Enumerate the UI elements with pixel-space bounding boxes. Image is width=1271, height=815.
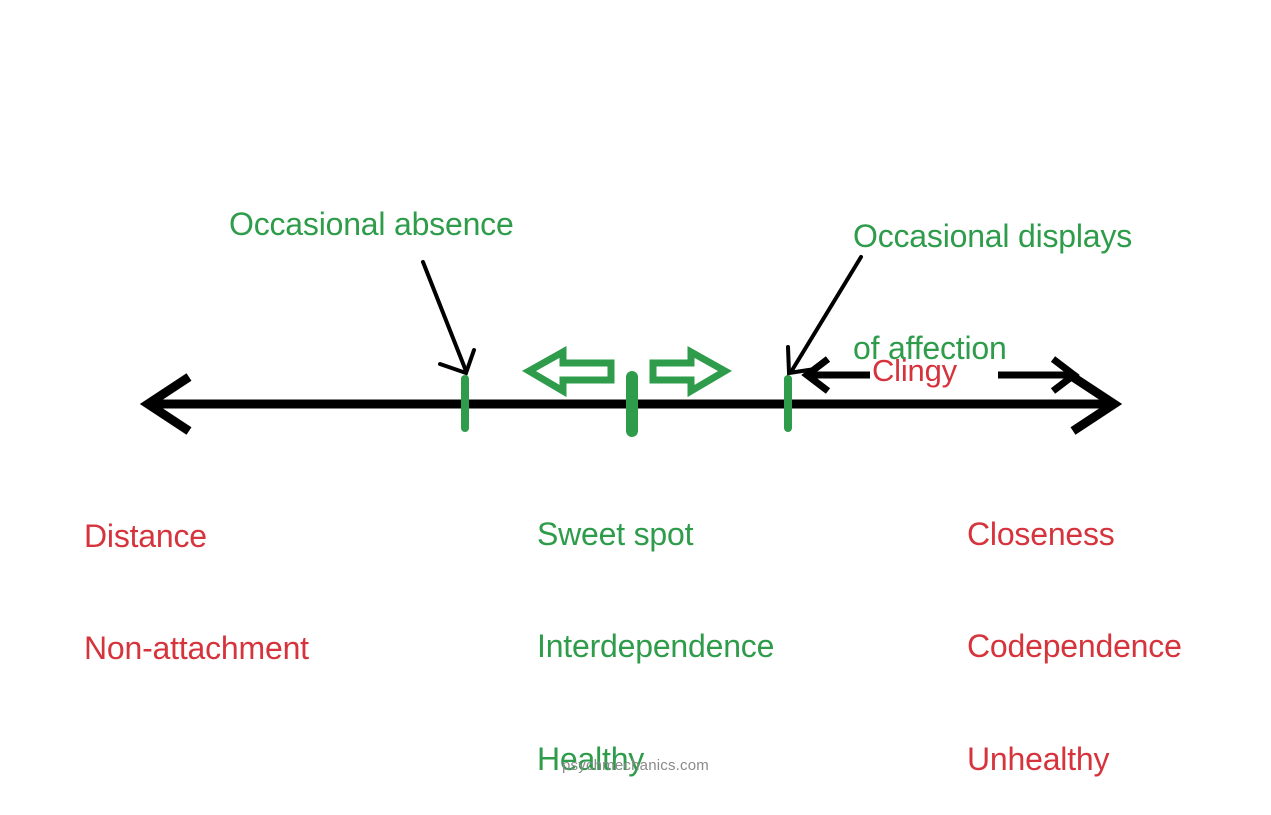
pole-label-right: Closeness Codependence Unhealthy attachm… bbox=[967, 441, 1182, 815]
callout-leader-line-right bbox=[789, 255, 863, 374]
callout-arrowhead-left-icon bbox=[438, 348, 476, 376]
sweet-spot-arrow-group bbox=[521, 346, 733, 398]
clingy-arrow-left-icon bbox=[801, 356, 831, 394]
pole-left-line-1: Distance bbox=[84, 517, 207, 554]
callout-label-line-1: Occasional displays bbox=[853, 217, 1132, 254]
axis-arrow-left-icon bbox=[139, 373, 192, 435]
callout-label-occasional-absence: Occasional absence bbox=[229, 206, 514, 242]
pole-center-line-1: Sweet spot bbox=[537, 515, 694, 552]
clingy-arrow-group bbox=[801, 356, 1080, 394]
tick-group bbox=[461, 371, 792, 437]
watermark-text: psychmechanics.com bbox=[562, 757, 709, 774]
pole-label-center: Sweet spot Interdependence Healthy attac… bbox=[537, 441, 774, 815]
callout-arrow-group bbox=[421, 255, 863, 376]
pole-left-line-2: Non-attachment bbox=[84, 630, 309, 667]
axis-arrow-right-icon bbox=[1070, 373, 1123, 435]
pole-label-left: Distance Non-attachment bbox=[84, 443, 309, 743]
clingy-label: Clingy bbox=[872, 353, 957, 388]
pole-right-line-2: Codependence bbox=[967, 628, 1182, 665]
callout-leader-line-left bbox=[421, 260, 468, 373]
callout-label-line-2: of affection bbox=[853, 330, 1007, 367]
pole-right-line-3: Unhealthy bbox=[967, 740, 1110, 777]
pole-center-line-2: Interdependence bbox=[537, 628, 775, 665]
pole-right-line-1: Closeness bbox=[967, 515, 1115, 552]
block-arrow-right-icon bbox=[649, 346, 733, 398]
clingy-arrow-right-icon bbox=[1050, 356, 1080, 394]
callout-arrowhead-right-icon bbox=[786, 345, 817, 376]
block-arrow-left-icon bbox=[521, 346, 615, 398]
callout-label-occasional-displays-of-affection: Occasional displays of affection bbox=[853, 143, 1132, 443]
pole-center-line-3: Healthy bbox=[537, 740, 645, 777]
